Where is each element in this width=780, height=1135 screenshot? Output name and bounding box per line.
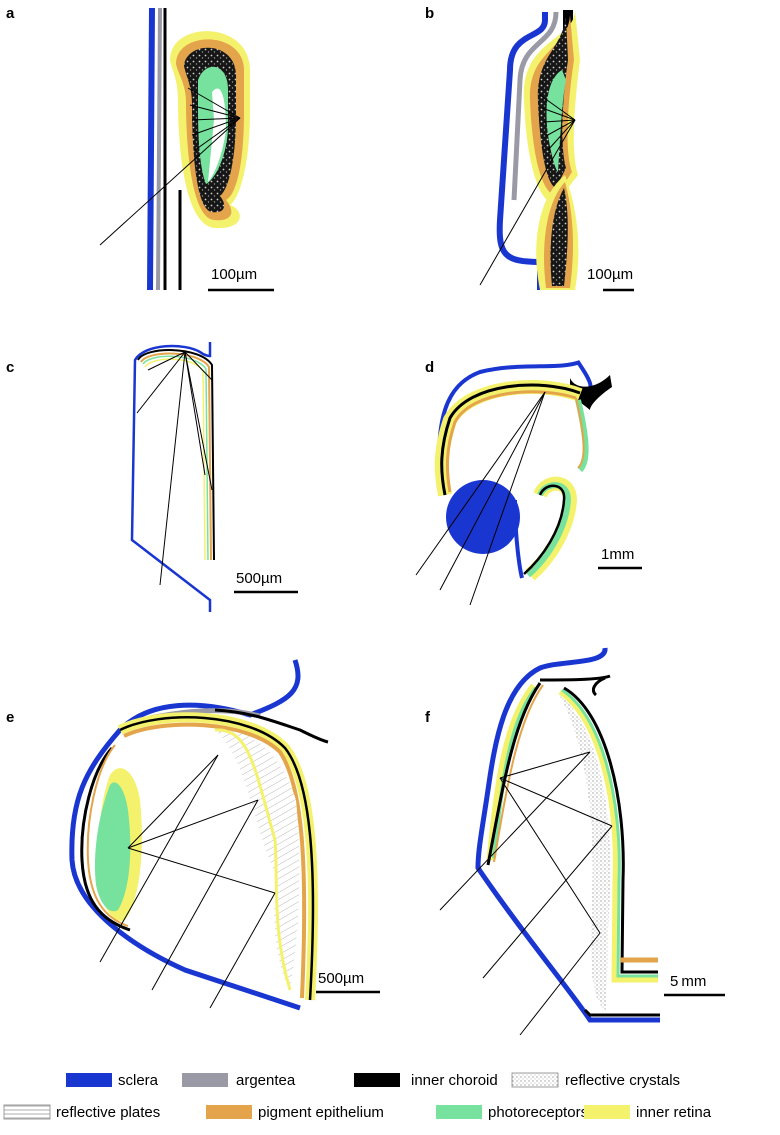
legend-label-reflective-crystals: reflective crystals	[565, 1072, 680, 1089]
sclera-layer	[513, 499, 524, 579]
photoreceptors-layer	[575, 399, 589, 473]
pigment-epithelium-layer	[86, 744, 129, 927]
inner-choroid-layer	[80, 746, 131, 932]
inner-retina-layer	[144, 358, 206, 561]
photoreceptors-layer	[561, 688, 658, 978]
argentea-layer	[156, 7, 162, 291]
inner-retina-layer	[558, 689, 658, 983]
legend-swatch-inner-retina	[584, 1105, 630, 1119]
legend-swatch-argentea	[182, 1073, 228, 1087]
panel-f: f 5 mm	[425, 647, 725, 1036]
panel-e: e 500µm	[6, 659, 380, 1011]
sclera-layer	[130, 342, 212, 612]
legend-label-sclera: sclera	[118, 1072, 159, 1089]
sclera-layer	[147, 7, 155, 291]
light-ray-lines	[99, 87, 241, 246]
inner-choroid-layer	[119, 716, 315, 1001]
inner-choroid-layer	[563, 686, 658, 974]
light-ray-lines	[439, 751, 613, 1036]
pigment-epithelium-layer	[123, 722, 307, 999]
scale-label-c: 500µm	[236, 570, 282, 587]
legend: sclera argentea inner choroid reflective cr…	[3, 1072, 712, 1121]
legend-label-photoreceptors: photoreceptors	[488, 1104, 588, 1121]
panel-e-label: e	[6, 709, 14, 726]
panel-b-label: b	[425, 5, 434, 22]
inner-choroid-layer	[137, 349, 215, 561]
legend-swatch-reflective-crystals	[511, 1072, 559, 1088]
scale-label-e: 500µm	[318, 970, 364, 987]
scale-label-a: 100µm	[211, 266, 257, 283]
scale-label-b: 100µm	[587, 266, 633, 283]
panel-d-label: d	[425, 359, 434, 376]
legend-swatch-inner-choroid	[354, 1073, 400, 1087]
pigment-epithelium-layer	[575, 397, 585, 469]
sclera-layer	[69, 659, 301, 1011]
argentea-layer	[511, 11, 559, 201]
panel-a-label: a	[6, 5, 15, 22]
legend-swatch-sclera	[66, 1073, 112, 1087]
light-ray-lines	[479, 94, 576, 286]
panel-d: d 1mm	[415, 359, 642, 606]
pigment-epithelium-layer	[493, 684, 544, 863]
panel-a: a 100µm	[6, 5, 274, 292]
inner-retina-inner-edge	[214, 728, 292, 991]
panel-c-label: c	[6, 359, 14, 376]
reflective-crystals-layer	[550, 188, 568, 286]
legend-swatch-reflective-plates	[3, 1104, 51, 1120]
legend-label-argentea: argentea	[236, 1072, 296, 1089]
sclera-layer	[496, 12, 548, 290]
panel-f-label: f	[425, 709, 431, 726]
lens	[446, 480, 520, 554]
legend-label-pigment-epithelium: pigment epithelium	[258, 1104, 384, 1121]
inner-choroid-hook	[591, 676, 606, 697]
photoreceptors-layer	[492, 686, 538, 859]
sclera-layer	[475, 647, 660, 1023]
pigment-epithelium-layer	[445, 390, 577, 493]
inner-choroid-bottom	[583, 1008, 660, 1017]
scale-label-d: 1mm	[601, 546, 634, 563]
inner-choroid-stalk	[163, 8, 182, 290]
panel-c: c 500µm	[6, 342, 298, 612]
light-ray-lines	[136, 351, 213, 586]
scale-label-f: 5 mm	[670, 973, 706, 990]
inner-choroid-layer	[486, 682, 542, 866]
lumen	[208, 88, 226, 182]
legend-swatch-photoreceptors	[436, 1105, 482, 1119]
light-ray-lines	[415, 391, 546, 606]
inner-choroid-layer	[523, 484, 566, 575]
reflective-crystals-region	[560, 696, 611, 1010]
inner-choroid-layer	[539, 674, 611, 682]
legend-label-inner-retina: inner retina	[636, 1104, 712, 1121]
photoreceptors-layer	[142, 355, 209, 561]
panel-b: b 100µm	[425, 5, 634, 292]
inner-choroid-layer	[440, 383, 581, 496]
light-ray-lines	[99, 754, 276, 1009]
inner-choroid-tail	[214, 708, 329, 744]
legend-swatch-pigment-epithelium	[206, 1105, 252, 1119]
legend-label-inner-choroid: inner choroid	[411, 1072, 498, 1089]
photoreceptors-layer	[94, 782, 131, 912]
pigment-epithelium-layer	[140, 352, 212, 561]
legend-label-reflective-plates: reflective plates	[56, 1104, 160, 1121]
